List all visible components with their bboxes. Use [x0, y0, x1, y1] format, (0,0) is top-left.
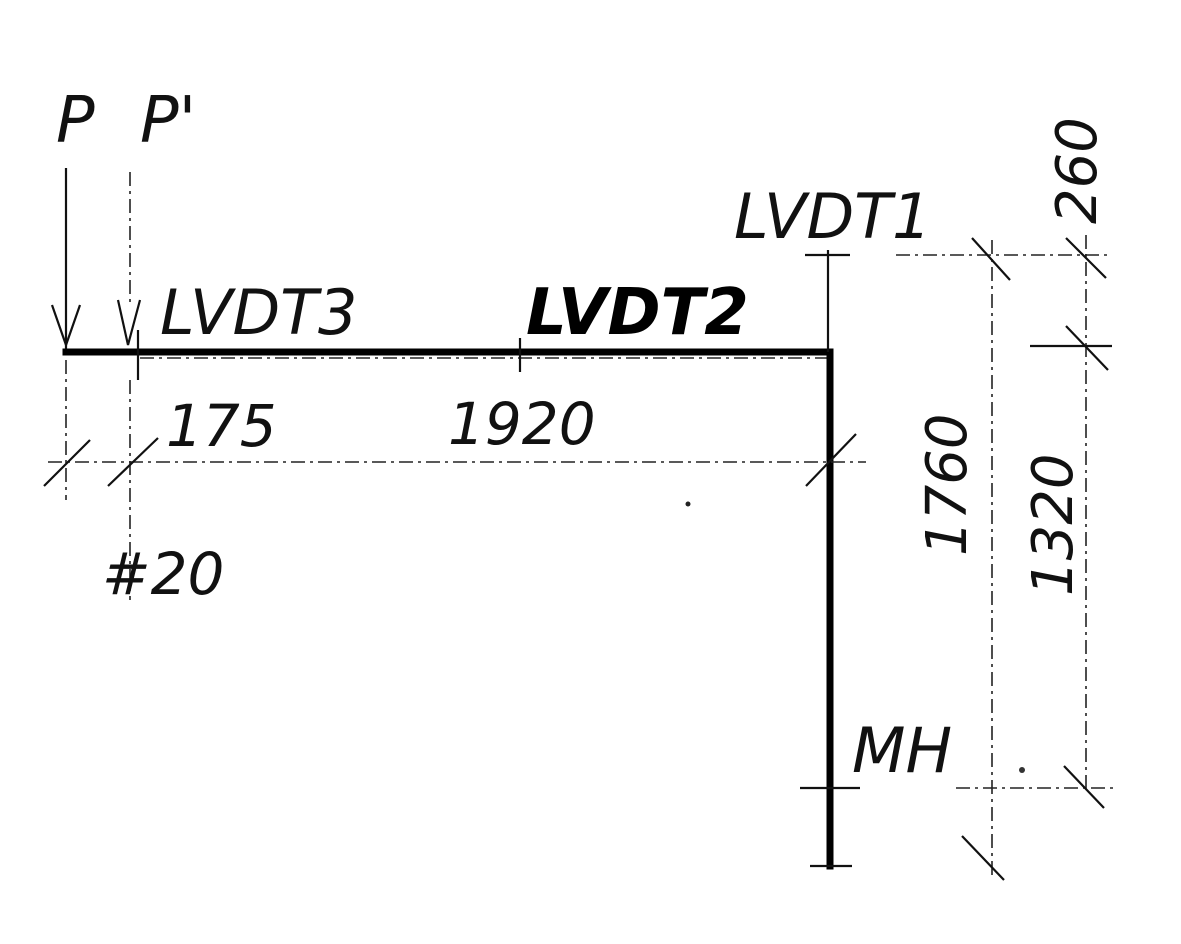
dim-tick-p: [43, 439, 91, 487]
dim-tick-1760-top: [971, 237, 1011, 281]
load-p-label: P: [56, 84, 95, 158]
lvdt1-label: LVDT1: [734, 180, 932, 253]
dim-tick-1320-bottom: [1063, 765, 1105, 809]
lvdt3-label: LVDT3: [160, 276, 358, 349]
dim-tick-1320-mid: [1065, 325, 1109, 371]
dim-1320-label: 1320: [1021, 453, 1086, 596]
lvdt2-label: LVDT2: [526, 276, 749, 350]
load-p-arrow: [50, 168, 82, 350]
load-p-prime-line: [116, 172, 142, 346]
dim-1760-label: 1760: [915, 413, 980, 556]
speck: [685, 501, 691, 507]
dim-tick-1760-bottom: [961, 835, 1005, 881]
dim-260-label: 260: [1045, 117, 1110, 224]
dim-tick-column: [805, 433, 857, 487]
load-p-prime-label: P': [140, 84, 196, 158]
dim-175-label: 175: [166, 392, 277, 460]
dim-tick-p-prime: [107, 437, 159, 487]
support-label: MH: [852, 714, 952, 787]
dim-1920-label: 1920: [448, 390, 596, 458]
speck: [1019, 767, 1025, 773]
section-label: #20: [102, 540, 224, 608]
dim-tick-1320-top: [1065, 237, 1107, 279]
